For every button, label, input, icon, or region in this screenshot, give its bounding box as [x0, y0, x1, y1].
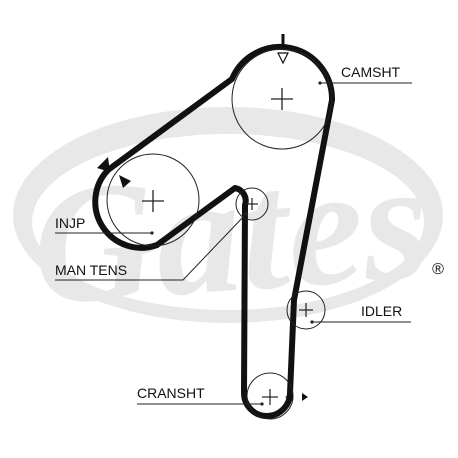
registered-mark: ®: [432, 261, 444, 278]
timing-belt: [92, 43, 336, 419]
timing-arrow-icon: [97, 157, 110, 172]
camshaft-label: CAMSHT: [341, 64, 401, 80]
gates-watermark: Gates ®: [13, 107, 444, 341]
crankshaft-pulley: [246, 372, 294, 420]
timing-arrow-icon: [119, 175, 131, 188]
crosshair-icon: [246, 198, 258, 210]
injection-pump-pulley-ring: [106, 153, 200, 247]
leader-dots: [150, 81, 322, 406]
timing-arrow-icon: [302, 393, 308, 401]
timing-arrow-icon: [285, 393, 293, 401]
manual-tensioner-pulley: [235, 187, 269, 221]
manual-tensioner-leader: [55, 213, 247, 281]
camshaft-pulley: [231, 48, 333, 150]
manual-tensioner-label: MAN TENS: [55, 262, 127, 278]
idler-label: IDLER: [361, 303, 402, 319]
crosshair-icon: [299, 303, 313, 317]
crosshair-icon: [271, 88, 293, 110]
injection-pump-pulley: [106, 153, 200, 247]
timing-mark-icon: [277, 34, 289, 65]
idler-pulley: [286, 290, 326, 330]
manual-tensioner-pulley-ring: [235, 187, 269, 221]
crosshair-icon: [262, 389, 278, 405]
idler-pulley-ring: [286, 290, 326, 330]
injection-pump-label: INJP: [55, 215, 85, 231]
crankshaft-label: CRANSHT: [137, 385, 205, 401]
watermark-swoosh-cut: [32, 134, 424, 310]
camshaft-pulley-ring: [231, 48, 333, 150]
crosshair-icon: [142, 190, 164, 212]
label-leaders: [55, 82, 412, 405]
